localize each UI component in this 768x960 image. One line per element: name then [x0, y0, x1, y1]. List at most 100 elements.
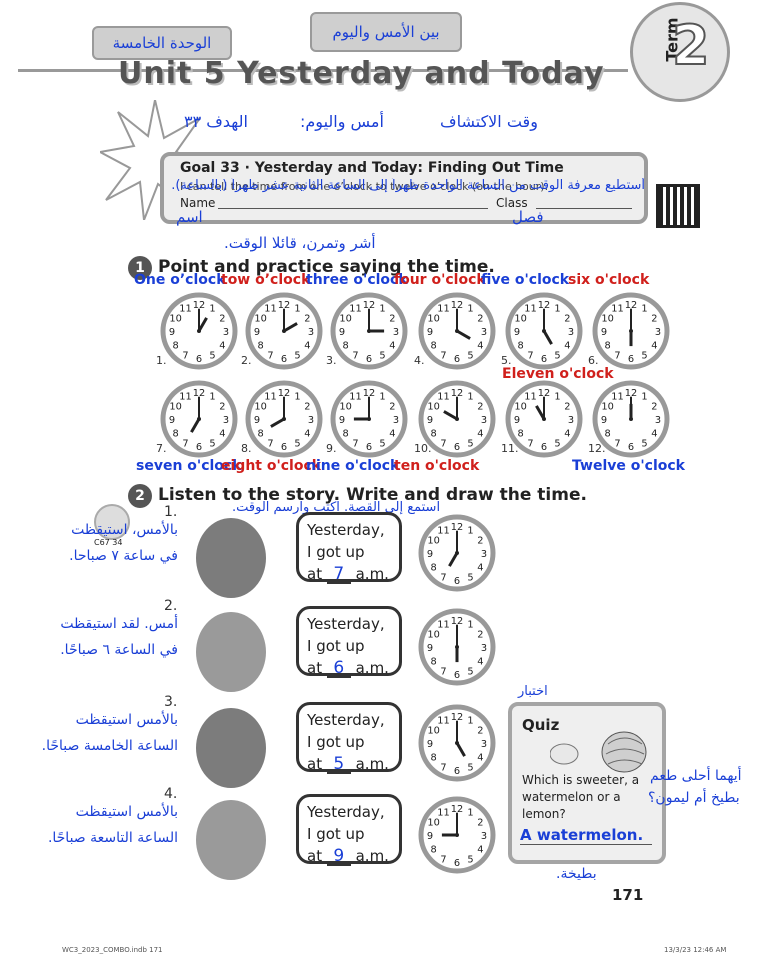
clock-label: eight o'clock [221, 458, 322, 474]
story-number: 2. [164, 598, 178, 614]
class-ar: فصل [512, 208, 544, 226]
header-banner [18, 20, 628, 72]
svg-text:9: 9 [339, 415, 345, 426]
svg-text:9: 9 [254, 327, 260, 338]
svg-text:10: 10 [254, 402, 266, 413]
bubble-line-3: at 7 a.m. [307, 564, 389, 584]
svg-text:3: 3 [481, 327, 487, 338]
svg-text:2: 2 [564, 314, 570, 325]
cd-label: C67 34 [94, 538, 123, 547]
time-answer[interactable]: 5 [326, 756, 351, 774]
quiz-answer[interactable]: A watermelon. [520, 826, 652, 845]
term-number: 2 [671, 13, 711, 78]
svg-text:11: 11 [437, 526, 449, 537]
svg-text:1: 1 [209, 304, 215, 315]
svg-text:2: 2 [389, 402, 395, 413]
svg-text:8: 8 [430, 753, 436, 764]
svg-text:4: 4 [304, 429, 310, 440]
svg-text:10: 10 [427, 630, 439, 641]
svg-text:4: 4 [304, 341, 310, 352]
svg-text:6: 6 [454, 576, 460, 587]
svg-text:5: 5 [467, 854, 473, 865]
svg-text:4: 4 [477, 429, 483, 440]
name-ar: اسم [176, 208, 203, 226]
clock-label: Eleven o'clock [502, 366, 614, 382]
page-number: 171 [612, 886, 644, 904]
story-ar-line-2: في ساعة ٧ صباحا. [69, 548, 178, 564]
goal-title: Goal 33 · Yesterday and Today: Finding O… [180, 160, 564, 176]
svg-text:9: 9 [427, 415, 433, 426]
section1-instruction-ar: أشر وتمرن، قائلا الوقت. [224, 234, 376, 252]
svg-text:5: 5 [641, 350, 647, 361]
svg-text:2: 2 [651, 402, 657, 413]
svg-text:1: 1 [294, 392, 300, 403]
svg-text:5: 5 [467, 572, 473, 583]
quiz-title: Quiz [522, 716, 560, 734]
clock-label: One o’clock [134, 272, 226, 288]
svg-text:12: 12 [363, 300, 375, 311]
story-ar-line-2: الساعة الخامسة صباحًا. [41, 738, 178, 754]
story-number: 4. [164, 786, 178, 802]
svg-text:11: 11 [524, 304, 536, 315]
svg-text:11: 11 [349, 304, 361, 315]
time-answer[interactable]: 7 [326, 566, 351, 584]
svg-text:1: 1 [641, 304, 647, 315]
svg-text:12: 12 [625, 388, 637, 399]
bubble-line-2: I got up [307, 733, 365, 751]
clock-label: seven o'clock [136, 458, 242, 474]
bubble-line-1: Yesterday, [307, 615, 385, 633]
svg-text:3: 3 [393, 327, 399, 338]
class-field[interactable] [536, 208, 632, 209]
quiz-question: Which is sweeter, a watermelon or a lemo… [522, 773, 640, 821]
svg-text:10: 10 [427, 726, 439, 737]
section2-title: Listen to the story. Write and draw the … [158, 485, 587, 505]
svg-text:8: 8 [342, 341, 348, 352]
character-avatar [196, 612, 266, 692]
svg-text:7: 7 [440, 762, 446, 773]
svg-text:10: 10 [169, 314, 181, 325]
svg-text:10: 10 [514, 314, 526, 325]
svg-text:7: 7 [527, 350, 533, 361]
clock-label: six o'clock [568, 272, 650, 288]
section2-instruction-ar: استمع إلى القصة. اكتب وارسم الوقت. [232, 500, 441, 515]
name-field[interactable] [218, 208, 488, 209]
clock-number: 2. [241, 354, 252, 367]
clock-label: four o'clock [394, 272, 486, 288]
bubble-line-3: at 5 a.m. [307, 754, 389, 774]
clock-number: 3. [326, 354, 337, 367]
svg-text:5: 5 [467, 666, 473, 677]
cd-icon[interactable] [94, 504, 130, 540]
time-answer[interactable]: 6 [326, 660, 351, 678]
qr-code-icon[interactable] [656, 184, 700, 228]
svg-text:12: 12 [451, 388, 463, 399]
svg-text:5: 5 [641, 438, 647, 449]
quiz-question-ar-2: بطيخ أم ليمون؟ [648, 790, 740, 806]
svg-text:8: 8 [430, 563, 436, 574]
svg-text:12: 12 [451, 300, 463, 311]
svg-text:7: 7 [182, 350, 188, 361]
clock-number: 12. [588, 442, 606, 455]
svg-text:7: 7 [267, 438, 273, 449]
svg-text:11: 11 [437, 392, 449, 403]
svg-text:7: 7 [614, 438, 620, 449]
time-answer[interactable]: 9 [326, 848, 351, 866]
character-avatar [196, 800, 266, 880]
svg-text:4: 4 [477, 341, 483, 352]
story-ar-line-1: بالأمس استيقظت [75, 804, 178, 820]
